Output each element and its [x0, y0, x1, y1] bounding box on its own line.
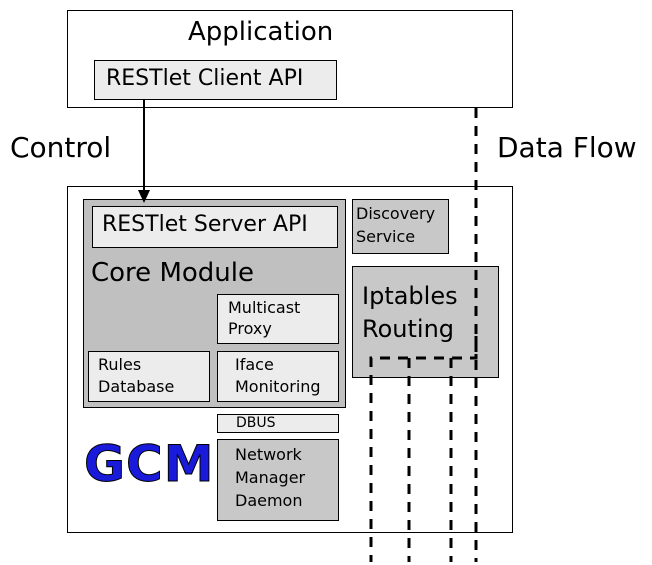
- restlet-client-api-label: RESTlet Client API: [106, 66, 304, 91]
- rules-database-label-2: Database: [98, 377, 175, 396]
- iptables-routing-label-1: Iptables: [362, 282, 458, 310]
- control-arrowhead: [138, 190, 150, 203]
- control-label: Control: [10, 131, 112, 164]
- dbus-label: DBUS: [236, 415, 276, 431]
- multicast-proxy-label-1: Multicast: [228, 298, 301, 317]
- discovery-service-label-2: Service: [356, 227, 416, 246]
- network-manager-label-3: Daemon: [235, 491, 303, 510]
- core-module-title: Core Module: [91, 258, 254, 288]
- discovery-service-label-1: Discovery: [356, 204, 436, 223]
- data-flow-label: Data Flow: [497, 131, 637, 164]
- data-flow-line-routing-1: [369, 336, 478, 562]
- rules-database-box: [88, 351, 210, 402]
- network-manager-label-1: Network: [235, 445, 302, 464]
- network-manager-daemon-box: [217, 439, 339, 521]
- network-manager-label-2: Manager: [235, 468, 306, 487]
- iptables-routing-label-2: Routing: [362, 315, 455, 343]
- discovery-service-box: [352, 199, 449, 254]
- restlet-client-api-box: [94, 60, 337, 100]
- iface-monitoring-box: [217, 351, 339, 402]
- gcm-logo: GCM: [84, 435, 215, 493]
- iface-monitoring-label-2: Monitoring: [235, 377, 321, 396]
- restlet-server-api-label: RESTlet Server API: [102, 212, 308, 237]
- rules-database-label-1: Rules: [98, 355, 142, 374]
- restlet-server-api-box: [92, 206, 338, 248]
- application-title: Application: [188, 17, 334, 47]
- iface-monitoring-label-1: Iface: [235, 355, 274, 374]
- multicast-proxy-label-2: Proxy: [228, 319, 272, 338]
- multicast-proxy-box: [217, 294, 339, 344]
- dbus-box: [217, 414, 339, 433]
